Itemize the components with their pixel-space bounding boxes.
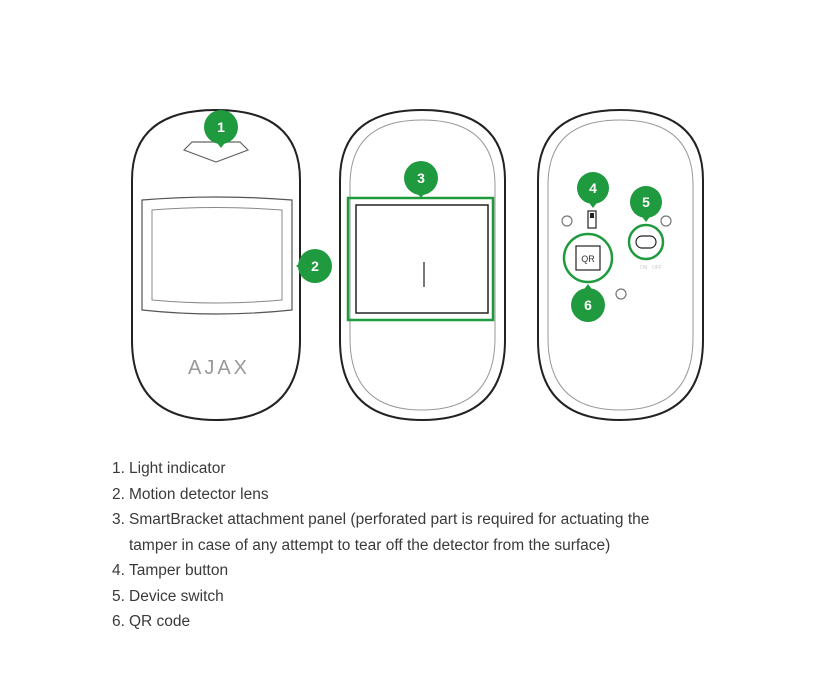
screw-icon — [561, 215, 573, 227]
svg-text:5: 5 — [642, 194, 650, 210]
legend-number: 1. — [112, 460, 125, 477]
legend-text: SmartBracket attachment panel (perforate… — [129, 511, 650, 554]
svg-text:4: 4 — [589, 180, 597, 196]
legend-number: 5. — [112, 587, 125, 605]
screw-icon — [660, 215, 672, 227]
device-back — [339, 108, 506, 422]
marker-2: 2 — [296, 249, 332, 283]
legend-number: 2. — [112, 485, 125, 503]
switch-off-label: OFF — [652, 265, 662, 271]
legend-number: 3. — [112, 511, 125, 528]
light-indicator-window — [182, 141, 250, 163]
svg-text:6: 6 — [584, 297, 592, 313]
legend-item: 4.Tamper button — [112, 558, 689, 584]
legend-item: 3.SmartBracket attachment panel (perfora… — [112, 507, 689, 558]
legend-item: 2.Motion detector lens — [112, 482, 689, 508]
marker-5: 5 — [630, 186, 662, 222]
device-front — [131, 108, 301, 422]
legend-text: Device switch — [129, 587, 224, 605]
switch-highlight — [627, 223, 665, 261]
qr-highlight — [562, 232, 614, 284]
device-switch — [635, 235, 657, 249]
legend-text: Tamper button — [129, 562, 229, 579]
legend-text: Motion detector lens — [129, 485, 269, 503]
qr-label: QR — [581, 254, 595, 264]
legend-number: 4. — [112, 562, 125, 579]
screw-icon — [615, 288, 627, 300]
bracket-highlight — [346, 196, 495, 322]
tamper-button — [587, 210, 597, 229]
svg-text:3: 3 — [417, 170, 425, 186]
legend-item: 1.Light indicator — [112, 456, 689, 482]
device-rear — [537, 108, 704, 422]
marker-4: 4 — [577, 172, 609, 208]
legend-text: Light indicator — [129, 460, 226, 477]
svg-text:1: 1 — [217, 119, 225, 135]
legend-item: 6.QR code — [112, 609, 689, 635]
legend-item: 5.Device switch — [112, 584, 689, 610]
legend-text: QR code — [129, 613, 191, 630]
motion-lens — [151, 207, 283, 304]
marker-6: 6 — [571, 284, 605, 322]
switch-on-label: ON — [640, 265, 648, 271]
component-legend: 1.Light indicator 2.Motion detector lens… — [112, 456, 689, 635]
device-diagram: AJAX QR ON OFF 1 2 3 4 5 6 — [131, 108, 704, 422]
qr-code — [575, 245, 601, 271]
marker-3: 3 — [404, 161, 438, 198]
marker-1: 1 — [204, 110, 238, 148]
smartbracket-panel — [355, 204, 489, 314]
svg-text:2: 2 — [311, 258, 319, 274]
legend-number: 6. — [112, 613, 125, 630]
motion-lens-frame — [141, 196, 293, 315]
ajax-logo: AJAX — [188, 357, 250, 379]
